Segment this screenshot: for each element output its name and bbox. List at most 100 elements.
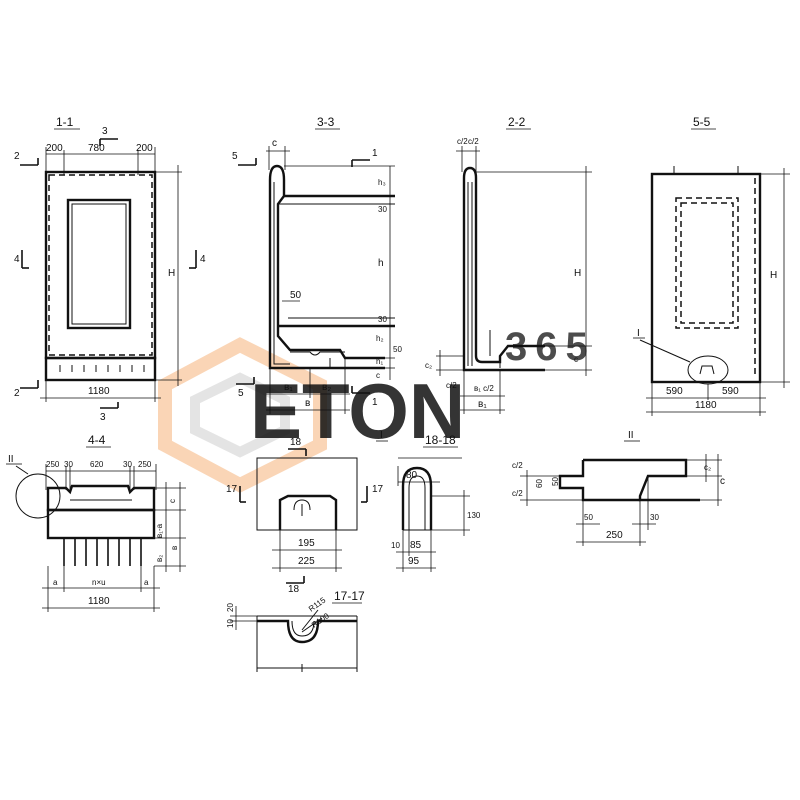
- watermark: ETON 365: [158, 325, 588, 493]
- section-4-4-dim-c: c: [168, 499, 177, 503]
- section-2-2-dim-c: c: [574, 355, 578, 364]
- section-17-17-title: 17-17: [334, 589, 365, 603]
- detail-II-dim-60: 60: [535, 479, 544, 488]
- section-3-3-title: 3-3: [317, 115, 335, 129]
- detail-I: 18 I 17 17 195 225 18: [226, 430, 388, 595]
- cut-label-1-top: 1: [372, 148, 378, 159]
- detail-II-dim-30: 30: [650, 513, 659, 522]
- section-2-2-dim-c2-left: c/2: [457, 137, 468, 146]
- section-1-1-width: 1180: [88, 386, 110, 397]
- section-3-3-dim-b1: в₁: [284, 382, 293, 393]
- section-4-4-dim-b: в: [170, 546, 179, 550]
- section-5-5-dim-right: 590: [722, 386, 739, 397]
- section-3-3-dim-b2: в₂: [322, 382, 331, 393]
- section-18-18: 18-18 80 130 10 85 95: [391, 433, 481, 572]
- section-2-2-dim-c2: c₂: [425, 361, 432, 370]
- section-4-4-dim-b2: в₂: [155, 555, 164, 562]
- section-4-4-dim-250-right: 250: [138, 460, 152, 469]
- section-4-4-dim-a-right: a: [144, 578, 149, 587]
- section-1-1-height: H: [168, 268, 175, 279]
- section-3-3-dim-30-bottom: 30: [378, 315, 387, 324]
- detail-II-dim-250: 250: [606, 530, 623, 541]
- section-18-18-dim-95: 95: [408, 556, 420, 567]
- section-3-3-dim-b: в: [305, 398, 310, 409]
- section-17-17-dim-20: 20: [226, 603, 235, 612]
- detail-II-title: II: [628, 430, 634, 441]
- section-3-3-dim-c: c: [272, 138, 277, 149]
- section-3-3-dim-h3: h₃: [378, 178, 386, 187]
- section-2-2-dim-c2-right: c/2: [468, 137, 479, 146]
- section-4-4: 4-4 250 30 620 30 250 II: [6, 433, 186, 612]
- section-5-5-title: 5-5: [693, 115, 711, 129]
- section-3-3-dim-30-top: 30: [378, 205, 387, 214]
- section-4-4-dim-250-left: 250: [46, 460, 60, 469]
- section-3-3-dim-50: 50: [290, 290, 302, 301]
- section-2-2: 2-2 c/2 c/2 H c c₂ c/2 в₁ c/2 в₁: [425, 115, 592, 414]
- detail-I-dim-195: 195: [298, 538, 315, 549]
- section-1-1-dim-mid: 780: [88, 143, 105, 154]
- section-4-4-dim-a-left: a: [53, 578, 58, 587]
- detail-II-dim-c2-frac-top: c/2: [512, 461, 523, 470]
- section-4-4-title: 4-4: [88, 433, 106, 447]
- cut-label-2-top: 2: [14, 151, 20, 162]
- section-17-17-dim-r100: R100: [310, 611, 331, 630]
- detail-II-dim-c2: c₂: [704, 463, 711, 472]
- section-4-4-dim-nxu: n×u: [92, 578, 106, 587]
- detail-II: II c/2 60 50 c/2 c₂ c 50 30 250: [512, 430, 725, 546]
- section-4-4-dim-b1-a: в₁-a: [155, 523, 164, 538]
- detail-II-dim-c: c: [720, 476, 725, 487]
- detail-II-dim-c2-frac-bottom: c/2: [512, 489, 523, 498]
- section-4-4-dim-total: 1180: [88, 596, 110, 607]
- section-5-5-callout: I: [637, 328, 640, 339]
- cut-label-4-right: 4: [200, 254, 206, 265]
- section-18-18-title: 18-18: [425, 433, 456, 447]
- detail-II-dim-50-bottom: 50: [584, 513, 593, 522]
- section-3-3: 3-3 c 5 1 50 h₃ 30 h 30 h₂ 50 h: [232, 115, 402, 414]
- detail-I-cut-18-bottom: 18: [288, 584, 300, 595]
- section-3-3-dim-c-lower: c: [376, 371, 380, 380]
- section-1-1: 1-1 200 780 200 3 2 4: [14, 115, 206, 423]
- section-18-18-dim-130: 130: [467, 511, 481, 520]
- section-4-4-callout: II: [8, 454, 14, 465]
- section-2-2-height: H: [574, 268, 581, 279]
- section-3-3-dim-h1: h₁: [376, 357, 383, 366]
- section-1-1-dim-left: 200: [46, 143, 63, 154]
- section-2-2-dim-b1: в₁: [478, 399, 487, 410]
- watermark-brand-text: ETON: [250, 367, 465, 455]
- section-3-3-dim-h2: h₂: [376, 334, 384, 343]
- cut-label-4-left: 4: [14, 254, 20, 265]
- section-4-4-dim-30-left: 30: [64, 460, 73, 469]
- cut-label-5-top: 5: [232, 151, 238, 162]
- watermark-hexagon-logo: [158, 337, 327, 493]
- detail-I-title: I: [380, 430, 383, 441]
- detail-I-dim-225: 225: [298, 556, 315, 567]
- section-17-17-dim-10: 10: [226, 619, 235, 628]
- section-1-1-dim-right: 200: [136, 143, 153, 154]
- section-2-2-title: 2-2: [508, 115, 526, 129]
- section-17-17: 17-17 R115 R100 10 20: [226, 589, 365, 672]
- cut-label-1-bottom: 1: [372, 397, 378, 408]
- cut-label-2-bottom: 2: [14, 388, 20, 399]
- section-5-5-dim-left: 590: [666, 386, 683, 397]
- section-18-18-dim-85: 85: [410, 540, 422, 551]
- section-18-18-dim-80: 80: [406, 470, 418, 481]
- detail-II-dim-50: 50: [551, 477, 560, 486]
- section-5-5-height: H: [770, 270, 777, 281]
- cut-label-3-bottom: 3: [100, 412, 106, 423]
- section-2-2-dim-c2-frac: c/2: [446, 381, 457, 390]
- cut-label-5-bottom: 5: [238, 388, 244, 399]
- detail-I-cut-17-right: 17: [372, 484, 384, 495]
- section-1-1-title: 1-1: [56, 115, 74, 129]
- section-5-5-dim-total: 1180: [695, 400, 717, 411]
- section-4-4-dim-620: 620: [90, 460, 104, 469]
- section-3-3-dim-h: h: [378, 258, 384, 269]
- section-3-3-dim-50-small: 50: [393, 345, 402, 354]
- section-18-18-dim-10: 10: [391, 541, 400, 550]
- cut-label-3-top: 3: [102, 126, 108, 137]
- section-2-2-dim-b1-frac: в₁ c/2: [474, 384, 494, 393]
- section-4-4-dim-30-right: 30: [123, 460, 132, 469]
- section-5-5: 5-5 I H 590 590 1180: [633, 115, 790, 416]
- detail-I-cut-17-left: 17: [226, 484, 238, 495]
- detail-I-cut-18-top: 18: [290, 437, 302, 448]
